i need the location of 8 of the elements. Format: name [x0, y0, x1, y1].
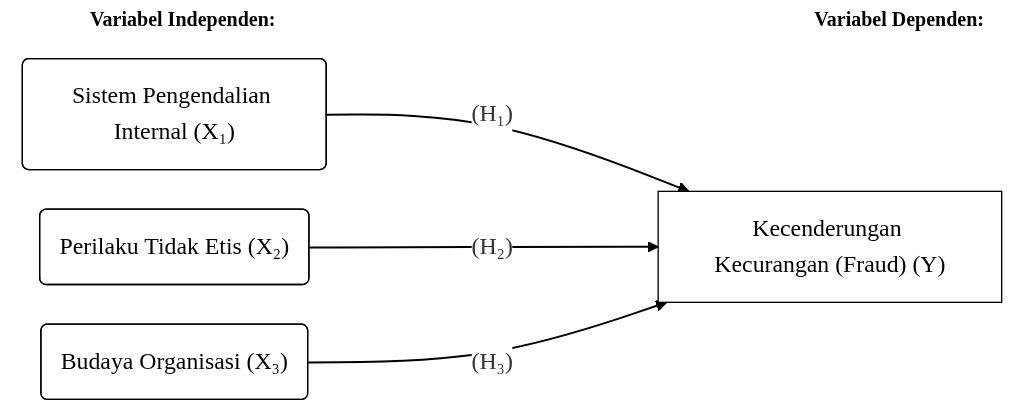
- column-heading: Variabel Independen:: [90, 8, 276, 31]
- column-heading: Variabel Dependen:: [814, 8, 984, 31]
- arrow: [308, 241, 659, 253]
- edge-label: (H₂): [471, 232, 513, 260]
- arrow: [307, 300, 668, 364]
- edge-label: (H₃): [471, 347, 513, 375]
- edge-label: (H₁): [471, 100, 513, 127]
- node-box: Kecenderungan Kecurangan (Fraud) (Y): [657, 190, 1003, 303]
